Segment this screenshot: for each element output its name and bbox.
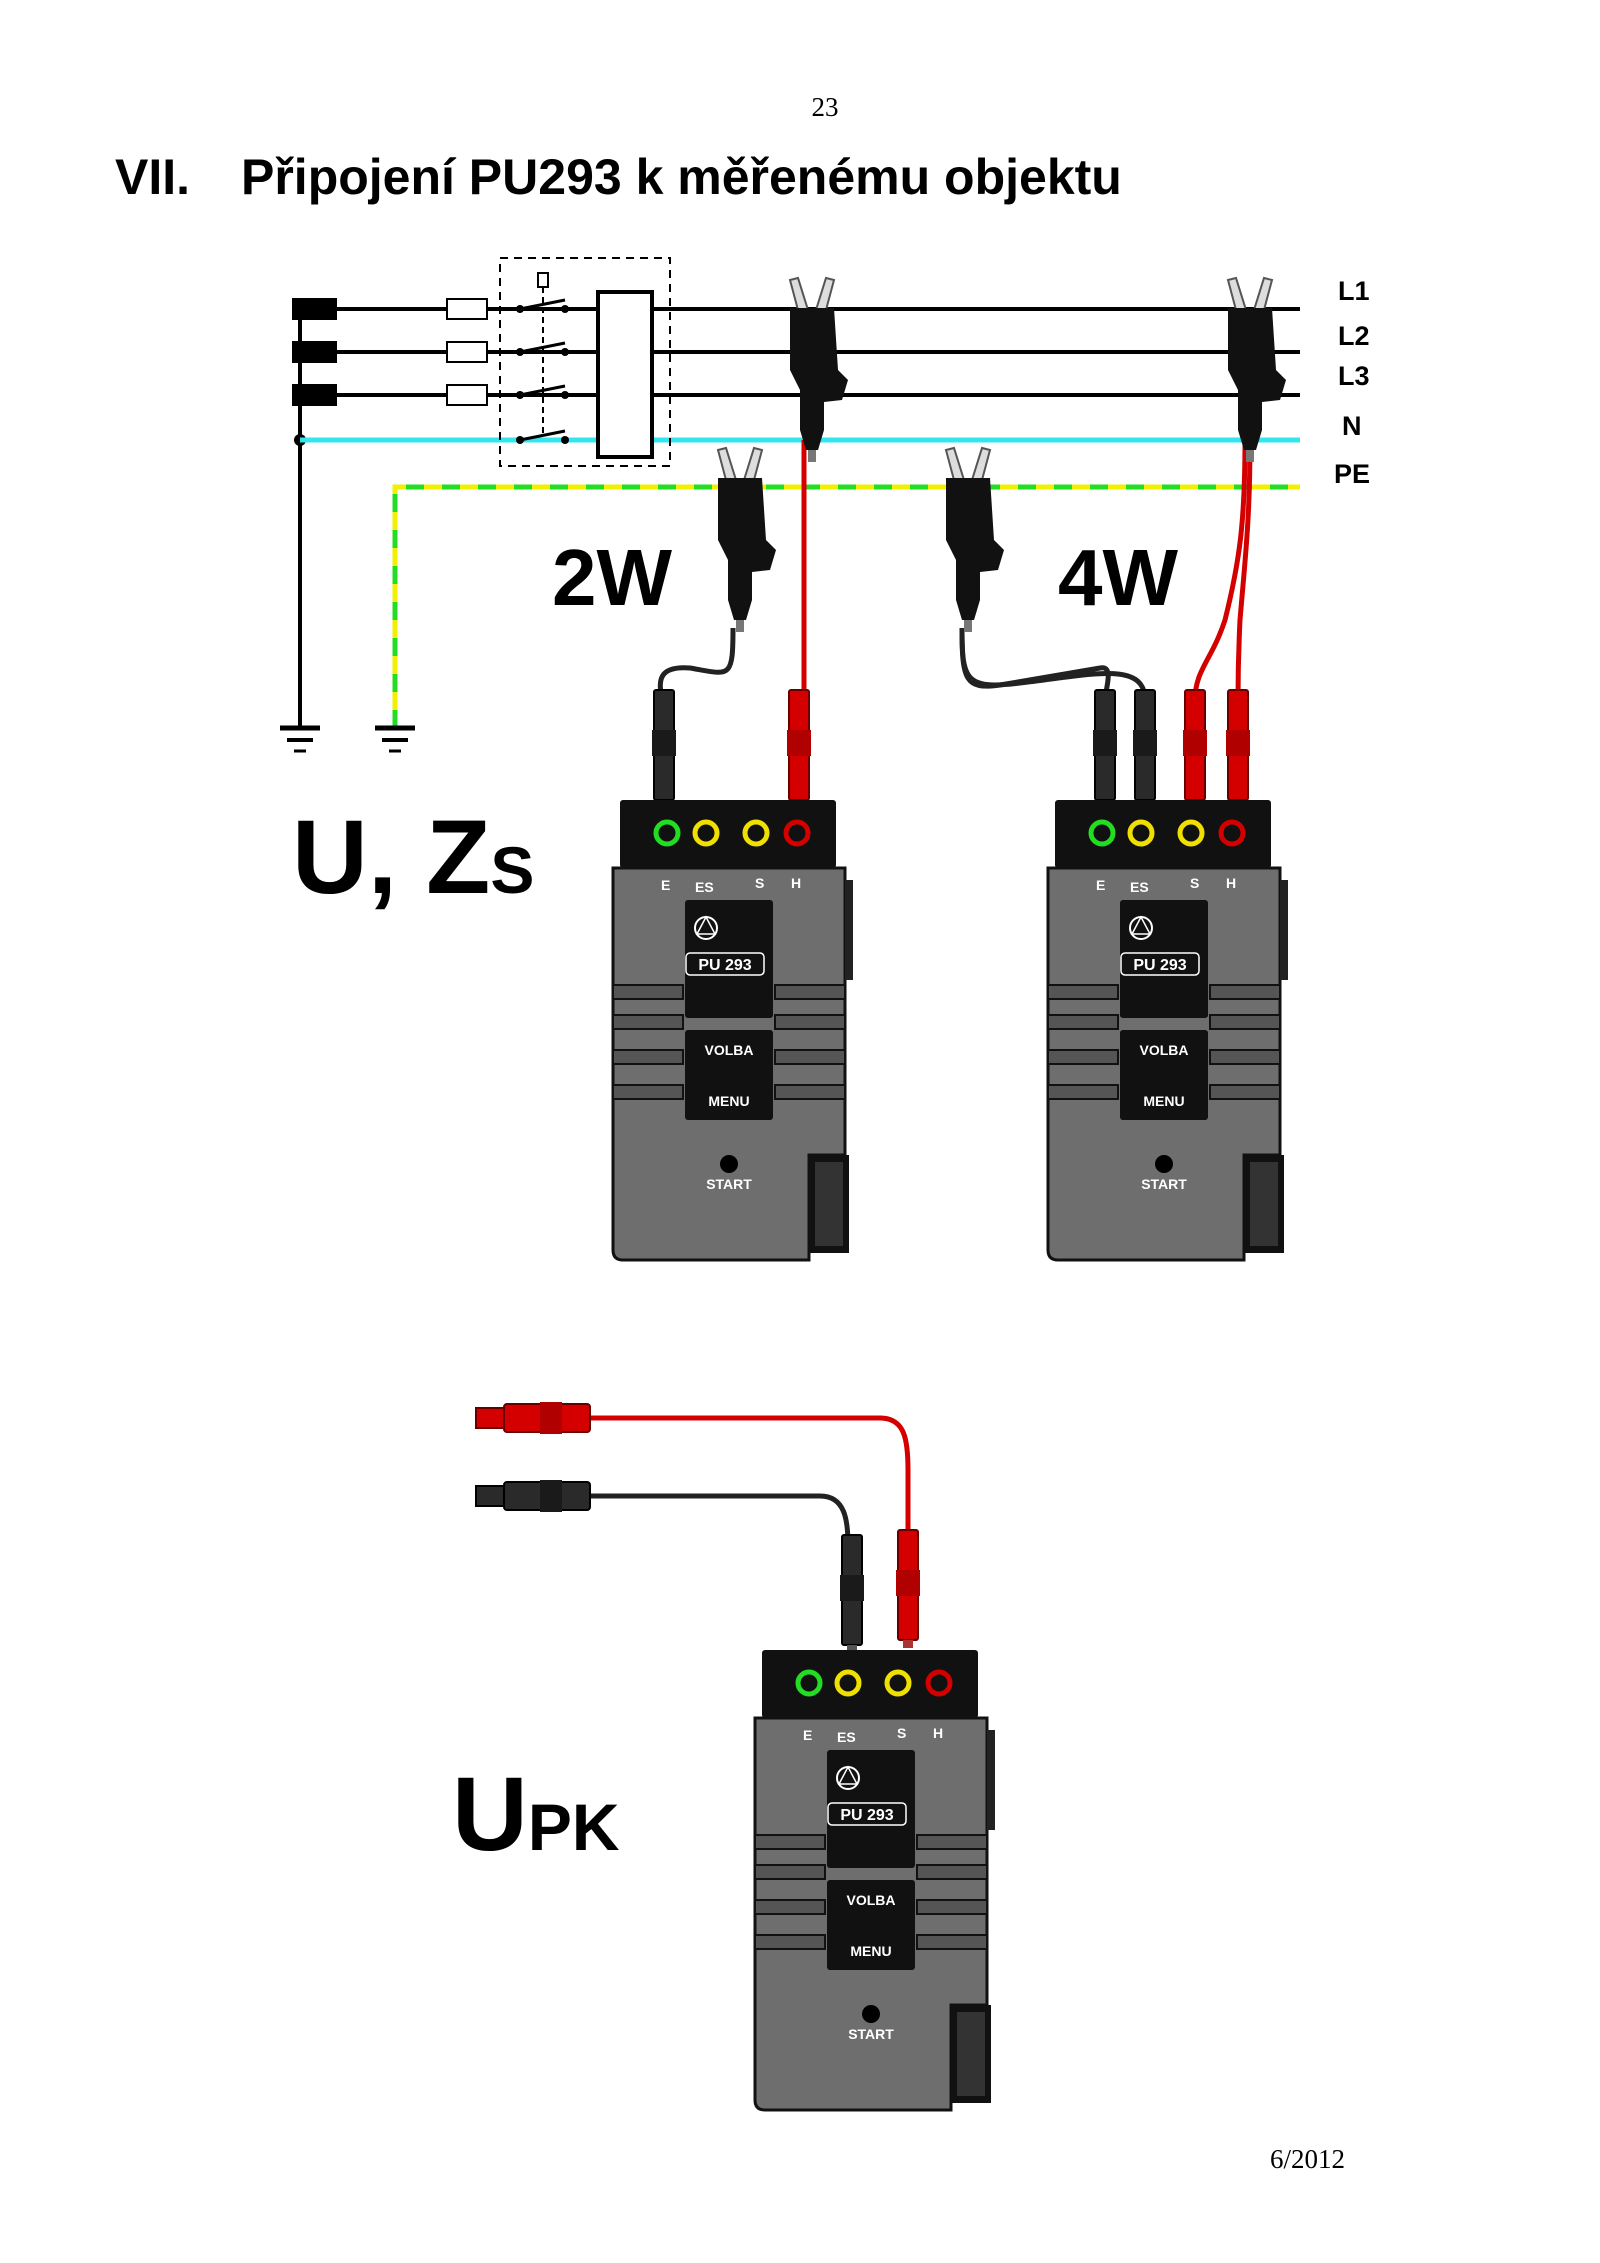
model-label: PU 293 — [698, 957, 751, 974]
jack-2w-black — [651, 689, 677, 809]
jack-4w-red-1 — [1182, 689, 1208, 809]
label-u-zs-sub: S — [490, 833, 534, 907]
terminal-label-s: S — [1190, 875, 1199, 891]
terminal-label-s: S — [897, 1725, 906, 1741]
three-phase-source — [280, 298, 337, 753]
terminal-label-e: E — [1096, 877, 1105, 893]
device-4w: E ES S H PU 293 VOLBA MENU START — [1046, 798, 1290, 1262]
free-plug-black — [475, 1480, 591, 1512]
jack-4w-red-2 — [1225, 689, 1251, 809]
heading-number: VII. — [115, 149, 191, 205]
label-4w: 4W — [1058, 533, 1178, 622]
terminal-label-h: H — [933, 1725, 943, 1741]
clip-4w-l1 — [1227, 277, 1287, 463]
label-l1: L1 — [1338, 276, 1370, 306]
menu-button: MENU — [708, 1093, 749, 1109]
menu-button: MENU — [850, 1943, 891, 1959]
terminal-label-e: E — [661, 877, 670, 893]
label-2w: 2W — [552, 533, 672, 622]
stz-logo-icon — [694, 915, 718, 940]
terminal-label-h: H — [791, 875, 801, 891]
label-upk-main: U — [452, 1756, 528, 1873]
label-u-zs-main: U, Z — [292, 799, 490, 916]
start-label: START — [1141, 1176, 1187, 1192]
fuses — [446, 298, 488, 406]
jack-upk-red — [895, 1529, 921, 1649]
volba-button: VOLBA — [1140, 1042, 1189, 1058]
jack-upk-black — [839, 1534, 865, 1654]
pe-line — [375, 484, 1300, 753]
terminal-sockets — [795, 1669, 953, 1697]
label-u-zs: U, ZS — [292, 799, 534, 916]
terminal-label-e: E — [803, 1727, 812, 1743]
free-plug-red — [475, 1402, 591, 1434]
menu-button: MENU — [1143, 1093, 1184, 1109]
terminal-label-s: S — [755, 875, 764, 891]
start-label: START — [848, 2026, 894, 2042]
device-upk: E ES S H PU 293 VOLBA MENU START — [753, 1648, 997, 2112]
volba-button: VOLBA — [847, 1892, 896, 1908]
terminal-label-es: ES — [695, 879, 714, 895]
clip-2w-l1 — [789, 277, 849, 463]
terminal-label-es: ES — [837, 1729, 856, 1745]
jack-4w-black-2 — [1132, 689, 1158, 809]
label-l3: L3 — [1338, 361, 1370, 391]
terminal-label-h: H — [1226, 875, 1236, 891]
start-label: START — [706, 1176, 752, 1192]
volba-button: VOLBA — [705, 1042, 754, 1058]
terminal-sockets — [653, 819, 811, 847]
stz-logo-icon — [836, 1765, 860, 1790]
jack-4w-black-1 — [1092, 689, 1118, 809]
rcd-breaker — [499, 257, 671, 467]
clip-2w-pe — [717, 447, 777, 633]
clip-4w-pe — [945, 447, 1005, 633]
label-upk-sub: PK — [528, 1790, 620, 1864]
stz-logo-icon — [1129, 915, 1153, 940]
page-number: 23 — [811, 92, 839, 122]
terminal-sockets — [1088, 819, 1246, 847]
model-label: PU 293 — [1133, 957, 1186, 974]
heading-title: Připojení PU293 k měřenému objektu — [241, 149, 1122, 205]
footer-date: 6/2012 — [1269, 2144, 1345, 2174]
label-upk: UPK — [452, 1756, 620, 1873]
label-n: N — [1342, 411, 1362, 441]
device-2w: E ES S H PU 293 VOLBA MENU START — [611, 798, 855, 1262]
terminal-label-es: ES — [1130, 879, 1149, 895]
page-heading: VII. Připojení PU293 k měřenému objektu — [115, 148, 1122, 206]
leads-4w — [959, 439, 1253, 701]
leads-upk — [590, 1415, 911, 1546]
jack-2w-red — [786, 689, 812, 809]
label-pe: PE — [1334, 459, 1370, 489]
model-label: PU 293 — [840, 1807, 893, 1824]
label-l2: L2 — [1338, 321, 1370, 351]
